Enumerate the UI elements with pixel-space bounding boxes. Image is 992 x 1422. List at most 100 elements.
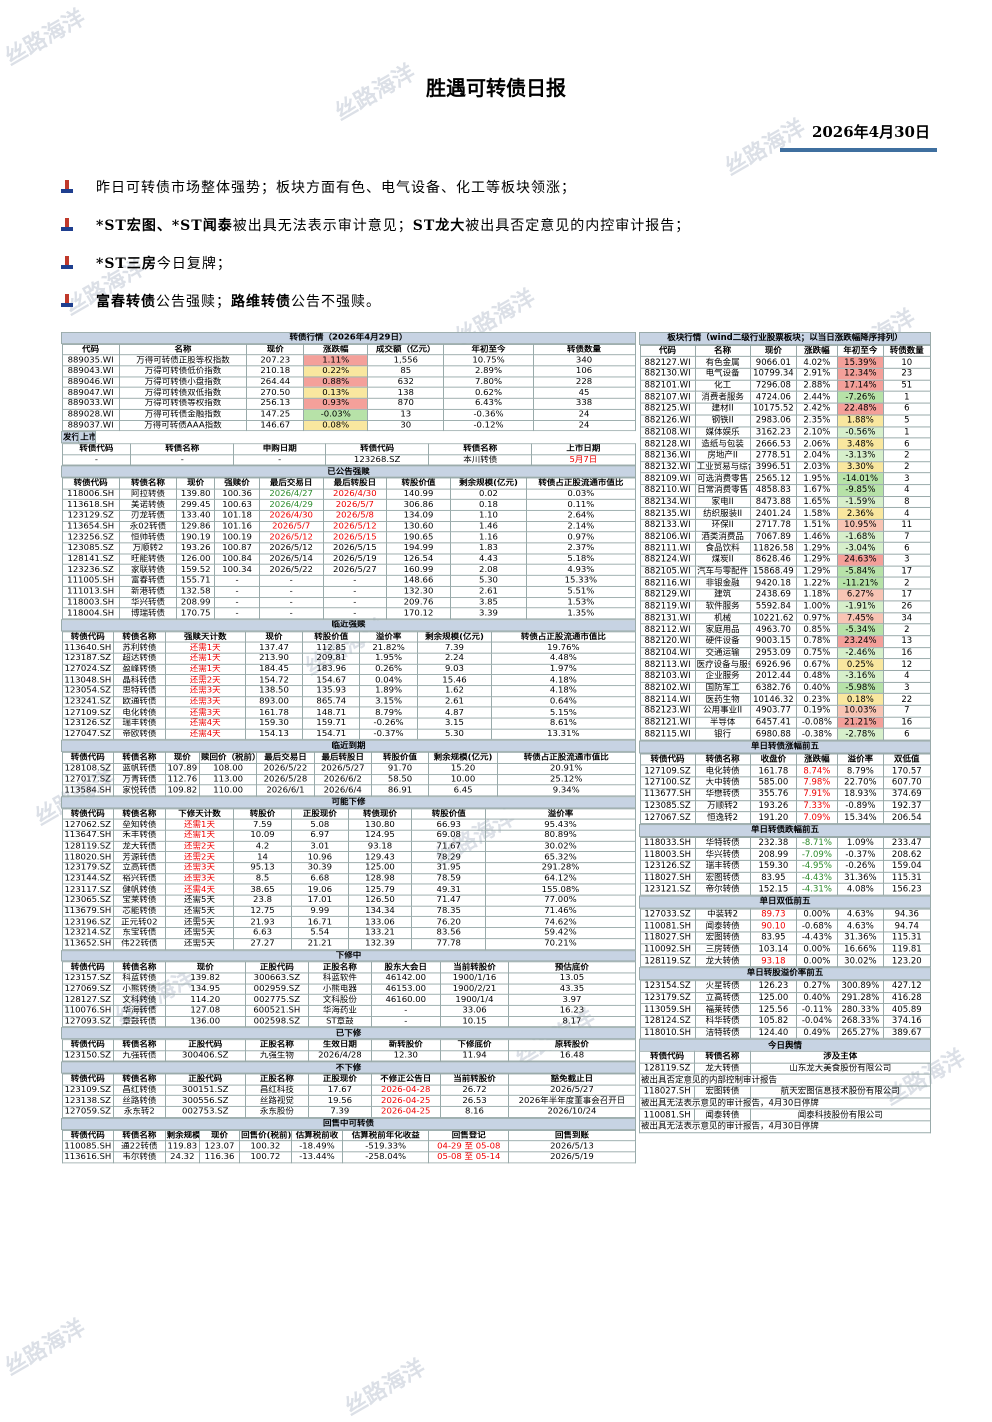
- table-cell: 1.97%: [491, 663, 636, 676]
- table-cell: 23: [883, 367, 931, 381]
- table-cell: 永东股份: [244, 1106, 309, 1118]
- table-cell: 2: [883, 449, 931, 462]
- table-cell: 8.79%: [359, 706, 418, 719]
- table-cell: 8.17: [508, 1015, 636, 1028]
- table-cell: 正元转02: [113, 916, 166, 929]
- table-cell: 78.59: [410, 873, 487, 885]
- table-cell: 002775.SZ: [244, 994, 309, 1006]
- table-cell: 27.27: [233, 938, 292, 950]
- table-cell: 264.44: [246, 376, 305, 389]
- table-cell: 1.88%: [836, 414, 885, 427]
- table-cell: 2012.44: [749, 669, 798, 683]
- table-cell: 33.06: [439, 1004, 510, 1017]
- table-cell: 882119.WI: [639, 600, 696, 613]
- table-cell: -: [258, 607, 324, 620]
- table-cell: 112.85: [302, 641, 361, 654]
- table-cell: 宝莱转债: [113, 894, 166, 907]
- table-cell: 年初至今: [443, 343, 534, 356]
- table-cell: 94.74: [883, 919, 931, 933]
- table-cell: 最后转股日: [322, 477, 388, 490]
- table-cell: 万得可转债小盘指数: [118, 376, 248, 389]
- table-cell: 45: [532, 387, 636, 399]
- table-cell: 6.43%: [443, 397, 534, 410]
- table-cell: 转债代码: [61, 443, 132, 455]
- table-cell: 002959.SZ: [244, 983, 309, 995]
- summary-text: 路维转债: [231, 294, 291, 310]
- table-cell: 年初至今: [836, 344, 885, 358]
- table-cell: 10799.34: [749, 367, 798, 381]
- table-cell: 2026/5/15: [322, 531, 388, 544]
- table-cell: 企业服务: [694, 669, 751, 683]
- table-cell: 101.16: [214, 520, 260, 533]
- table-cell: 190.65: [386, 531, 451, 544]
- table-cell: 2026/5/27: [508, 1084, 636, 1097]
- table-cell: -0.37%: [836, 848, 885, 861]
- table-cell: 6: [883, 542, 931, 555]
- table-cell: -0.08%: [796, 716, 838, 730]
- table-cell: 0.18: [449, 499, 528, 511]
- report-date: 2026年4月30日: [811, 123, 930, 141]
- table-cell: -4.31%: [796, 883, 838, 896]
- table-cell: 已公告强赎: [61, 465, 636, 478]
- table-cell: 2666.53: [749, 437, 798, 451]
- table-cell: 回售登记: [428, 1129, 510, 1142]
- table-cell: -: [214, 607, 260, 620]
- table-cell: 20.91%: [496, 762, 636, 775]
- table-cell: 65.32%: [485, 851, 636, 864]
- table-cell: 还需1天: [164, 829, 235, 842]
- table-cell: 134.09: [386, 509, 451, 522]
- table-cell: 被出具无法表示意见的审计报告，4月30日停牌: [639, 1120, 931, 1133]
- table-cell: 洁特转债: [694, 1026, 751, 1040]
- table-cell: 8.79%: [836, 764, 885, 778]
- table-cell: 14: [233, 851, 292, 864]
- table-cell: 九强生物: [244, 1050, 309, 1062]
- table-cell: 转债名称: [428, 443, 533, 455]
- table-cell: 闻泰科技股份有限公司: [749, 1108, 932, 1122]
- table-cell: 11826.58: [749, 542, 798, 555]
- table-cell: 转债名称: [113, 1073, 166, 1086]
- table-cell: 0.00%: [796, 954, 838, 968]
- table-cell: 113048.SH: [61, 674, 115, 687]
- table-cell: 100.84: [214, 553, 260, 566]
- table-cell: 0.13%: [303, 387, 369, 399]
- table-cell: 118003.SH: [639, 848, 696, 861]
- table-cell: 119.81: [883, 943, 931, 956]
- table-cell: 127024.SZ: [61, 663, 115, 676]
- table-cell: 日常消费零售: [694, 484, 751, 497]
- table-cell: 科华转债: [694, 1014, 751, 1028]
- subtable: 转债代码转债名称强赎天计数现价转股价值溢价率剩余规模(亿元)转债占正股流通市值比…: [61, 630, 636, 741]
- table-cell: 18.93%: [836, 788, 885, 801]
- table-cell: 转债代码: [61, 1129, 115, 1142]
- table-cell: 882121.WI: [639, 716, 696, 730]
- table-cell: 16.66%: [836, 943, 885, 956]
- table-cell: 15.20: [428, 762, 498, 775]
- table-cell: 华兴转债: [118, 596, 178, 609]
- table-cell: 100.36: [214, 488, 260, 501]
- table-cell: 123129.SZ: [61, 509, 120, 522]
- table-cell: 博瑞转债: [118, 607, 178, 620]
- table-cell: 本川转债: [428, 453, 533, 466]
- table-cell: 882105.WI: [639, 565, 696, 578]
- table-cell: 名称: [694, 344, 751, 358]
- table-cell: 11: [883, 518, 931, 532]
- table-cell: 最后交易日: [258, 477, 324, 490]
- table-cell: 钢铁II: [694, 414, 751, 427]
- table-cell: 转债名称: [113, 1129, 166, 1142]
- summary-text: 今日复牌；: [156, 256, 232, 272]
- table-cell: 865.74: [302, 695, 361, 708]
